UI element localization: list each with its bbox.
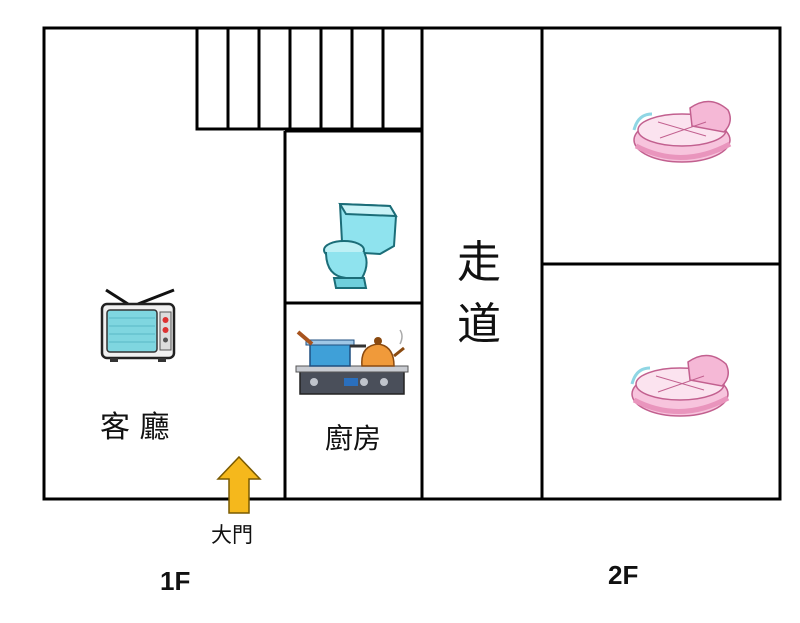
staircase [195,26,424,131]
bassinet-icon [632,100,732,163]
first-floor-label: 1F [160,566,191,596]
stove-icon [295,329,409,395]
kitchen-label: 廚房 [325,422,382,455]
entrance-label: 大門 [211,523,253,547]
corridor-label-line1: 走 [457,237,501,288]
living-room-label: 客 廳 [100,410,170,445]
corridor-label-line2: 道 [457,299,501,350]
second-floor-walls [420,26,782,501]
bassinet-icon [630,354,730,417]
tv-icon [100,288,176,362]
entrance-arrow-icon [216,455,262,514]
toilet-icon [323,202,398,289]
second-floor-label: 2F [608,560,639,590]
